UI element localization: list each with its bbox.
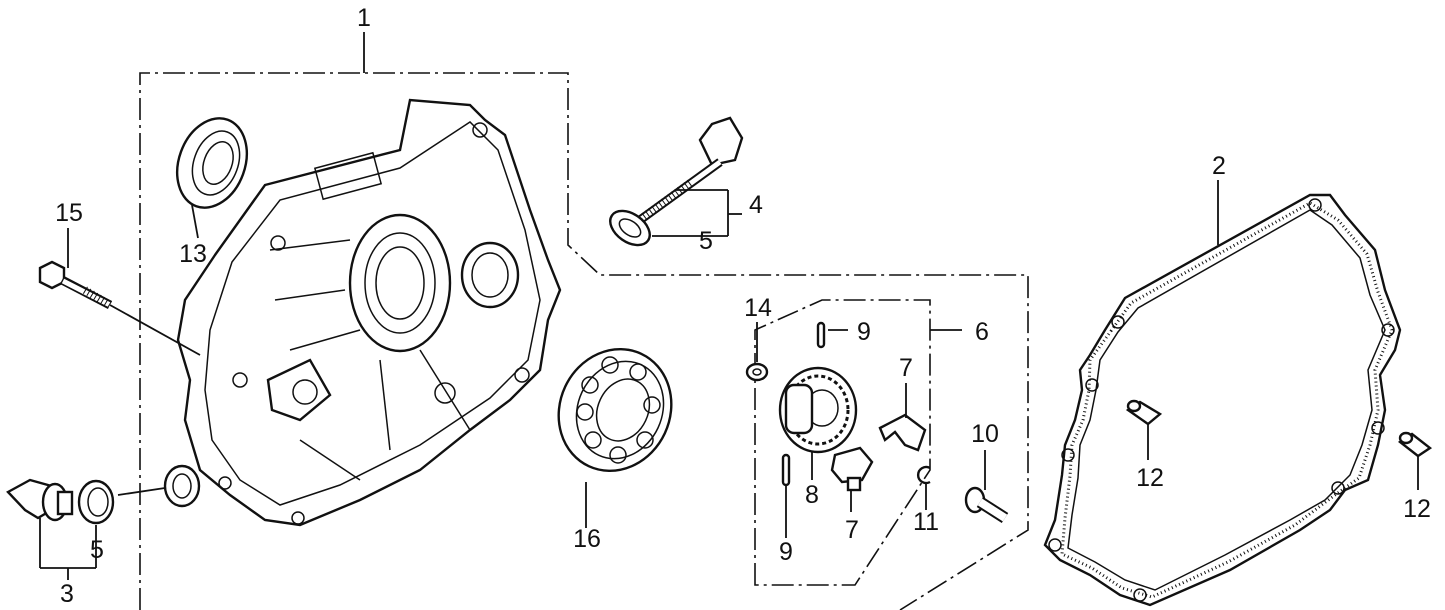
callout-2: 2	[1212, 152, 1226, 180]
oil-pump-spring-7-upper	[878, 413, 927, 452]
cover-governor-bore	[460, 241, 520, 309]
washer-14	[745, 362, 769, 382]
callout-11: 11	[913, 508, 939, 536]
snap-ring-11	[917, 465, 931, 485]
leader-lines	[39, 32, 1419, 580]
flange-bolt-15	[38, 260, 113, 309]
callout-5-left: 5	[90, 536, 104, 564]
callout-12-center: 12	[1136, 464, 1164, 492]
callout-15: 15	[55, 199, 83, 227]
pin-9-bottom	[781, 453, 791, 487]
oil-seal-13	[176, 117, 248, 209]
callout-8: 8	[805, 481, 819, 509]
crankcase-cover	[176, 98, 562, 527]
pump-shaft-10	[964, 486, 1009, 524]
pin-9-top	[816, 321, 826, 349]
callout-9-top: 9	[857, 318, 871, 346]
callout-4: 4	[749, 191, 763, 219]
callout-1: 1	[357, 4, 371, 32]
sealing-washer-5-left	[77, 479, 115, 525]
callout-16: 16	[573, 525, 601, 553]
dowel-pin-12-right	[1397, 431, 1433, 458]
dowel-pin-12-center	[1125, 399, 1163, 426]
cover-gasket-2	[1043, 193, 1402, 607]
oil-pump-rotor-7-lower	[830, 446, 874, 492]
oil-dipstick-4	[637, 116, 744, 224]
drain-fitting	[163, 464, 201, 508]
sealing-washer-5-top	[609, 209, 651, 247]
callout-7-upper: 7	[899, 354, 913, 382]
oil-pump-gear-8	[778, 366, 858, 454]
callout-5-top: 5	[699, 227, 713, 255]
callout-10: 10	[971, 420, 999, 448]
callout-13: 13	[179, 240, 207, 268]
group-frame-oil-pump	[754, 299, 931, 586]
drain-plug-3	[6, 478, 74, 522]
callout-6: 6	[975, 318, 989, 346]
callout-9-bottom: 9	[779, 538, 793, 566]
ball-bearing-16	[557, 347, 673, 473]
callout-7-lower: 7	[845, 516, 859, 544]
callout-14: 14	[744, 294, 772, 322]
callout-3: 3	[60, 580, 74, 608]
group-frame-crankcase-cover	[139, 72, 1029, 610]
callout-12-right: 12	[1403, 495, 1431, 523]
